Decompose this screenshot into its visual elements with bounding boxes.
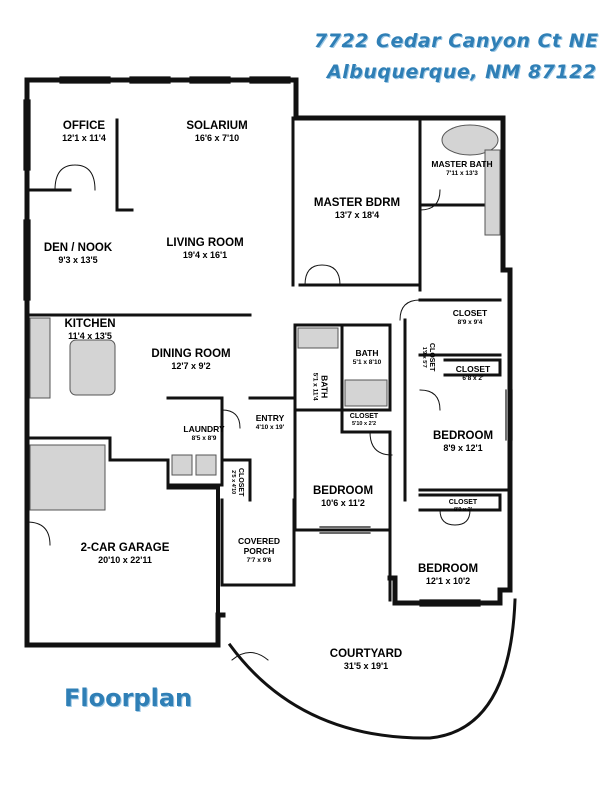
wall-closet-bed1 <box>443 358 502 377</box>
door-mbath <box>419 189 441 211</box>
wall-bath-block <box>293 323 392 412</box>
door-office <box>54 164 96 191</box>
mbath-vanity <box>484 149 501 236</box>
courtyard-wall <box>227 598 517 740</box>
door-closet <box>399 299 421 321</box>
door-garage <box>26 521 51 546</box>
porch-wall <box>220 498 296 587</box>
door-master <box>304 264 341 286</box>
wall-closet-entry <box>220 458 252 502</box>
wall-garage-top <box>25 436 220 490</box>
garage-counter <box>29 444 106 511</box>
bath-tub-lower <box>344 379 388 407</box>
floorplan-title: Floorplan <box>64 684 193 712</box>
master-tub <box>441 124 499 156</box>
address-line-2: Albuquerque, NM 87122 <box>327 61 597 83</box>
door-courtyard <box>231 652 269 661</box>
wall-laundry <box>166 396 224 487</box>
door-bed-center <box>369 431 393 456</box>
door-laundry <box>221 409 241 429</box>
kitchen-counter <box>29 317 51 399</box>
exterior-wall <box>24 77 513 606</box>
address-line-1: 7722 Cedar Canyon Ct NE <box>314 30 599 52</box>
kitchen-island <box>69 339 116 396</box>
wall-closet-bed2 <box>418 493 502 512</box>
washer <box>171 454 193 476</box>
door-closet-bed2 <box>439 509 471 526</box>
wall-master-south <box>298 283 422 292</box>
dryer <box>195 454 217 476</box>
wall-closet-bath <box>340 408 392 434</box>
door-bed-east <box>419 389 441 411</box>
wall-bedroom-center <box>293 408 392 602</box>
wall-office-solarium <box>115 118 134 212</box>
bath-tub-upper <box>297 327 339 349</box>
